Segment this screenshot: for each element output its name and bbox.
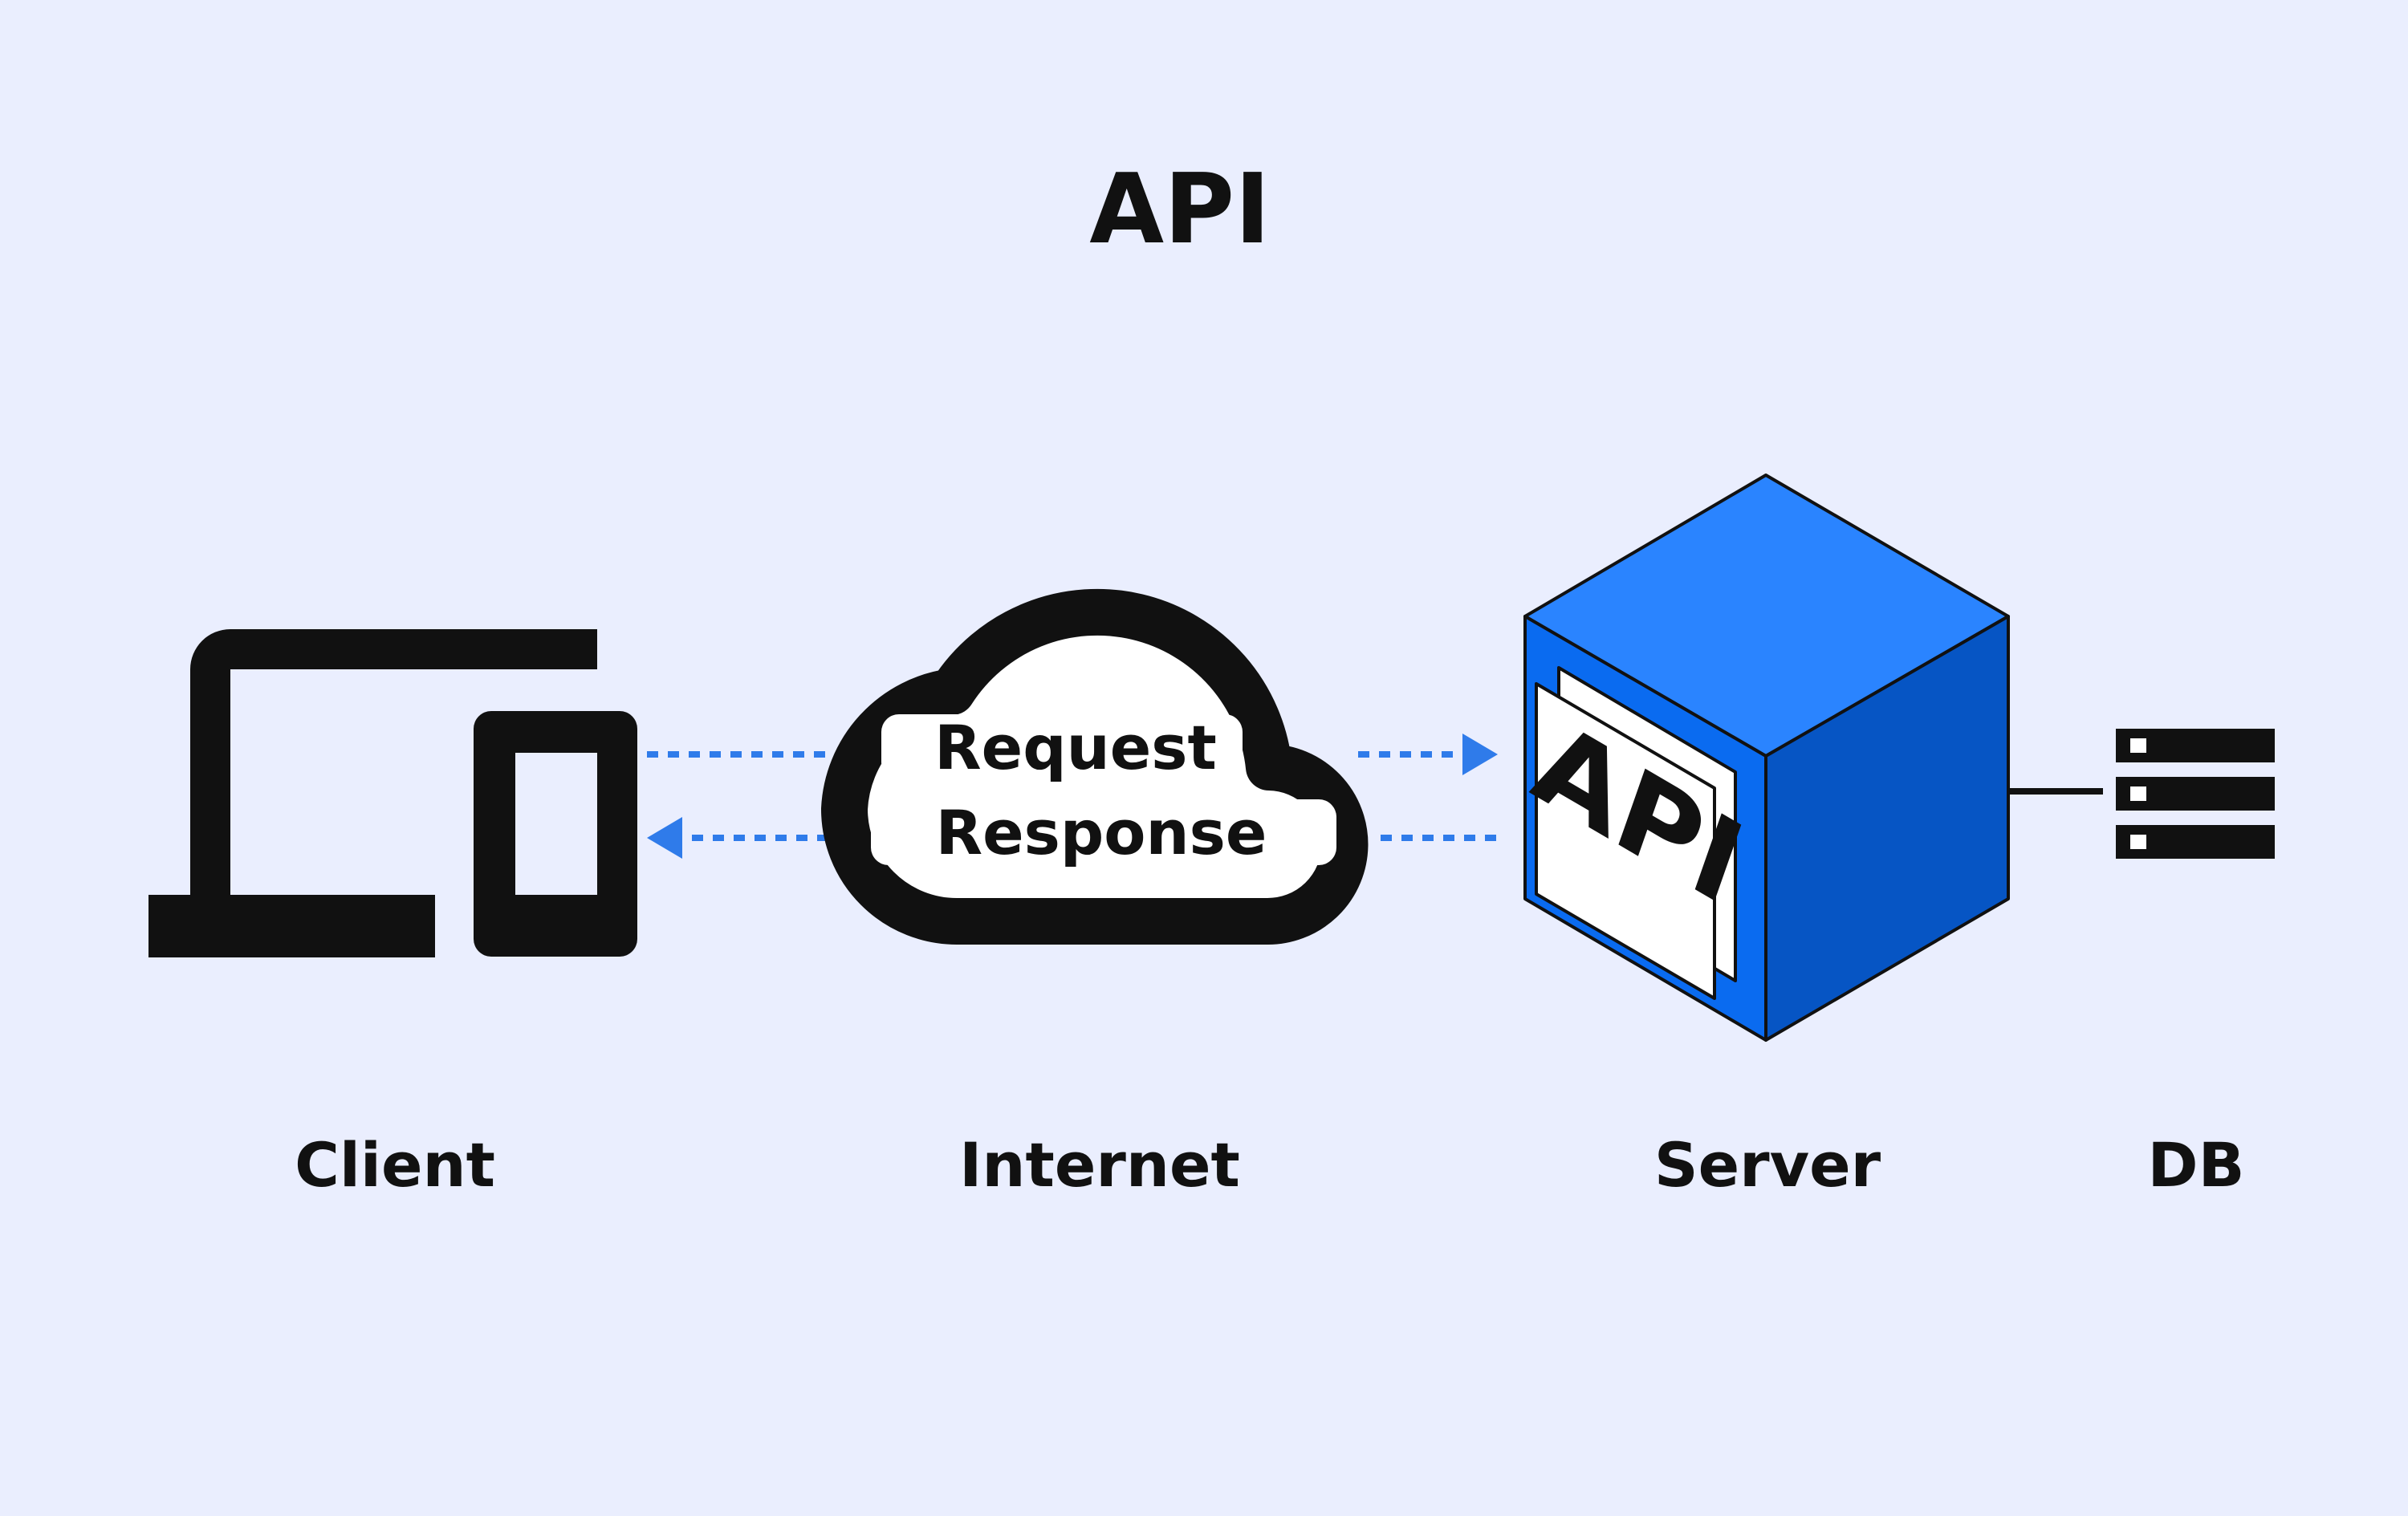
response-arrow xyxy=(647,817,1501,859)
cloud-icon: Request Response xyxy=(821,588,1369,945)
internet-label: Internet xyxy=(959,1129,1240,1201)
db-row-3-light xyxy=(2130,835,2146,849)
db-row-2-light xyxy=(2130,786,2146,801)
request-arrow xyxy=(647,734,1498,775)
laptop-and-phone-icon xyxy=(148,629,637,957)
cube-side-face xyxy=(1764,615,2010,1042)
db-label: DB xyxy=(2147,1129,2244,1201)
server-cube-icon: API xyxy=(1519,473,2010,1042)
response-label: Response xyxy=(936,797,1267,868)
client-label: Client xyxy=(295,1129,495,1201)
db-row-1-light xyxy=(2130,738,2146,753)
request-label: Request xyxy=(934,712,1217,783)
diagram-title: API xyxy=(1089,154,1270,266)
response-arrowhead xyxy=(647,817,682,859)
api-card-front xyxy=(1535,682,1716,1000)
phone-frame xyxy=(474,711,637,957)
server-label: Server xyxy=(1654,1129,1881,1201)
laptop-base xyxy=(148,895,435,957)
database-stack-icon xyxy=(2116,729,2275,859)
response-pill xyxy=(871,799,1336,865)
request-pill xyxy=(881,714,1243,780)
request-arrowhead xyxy=(1462,734,1498,775)
laptop-screen-frame xyxy=(190,629,597,895)
